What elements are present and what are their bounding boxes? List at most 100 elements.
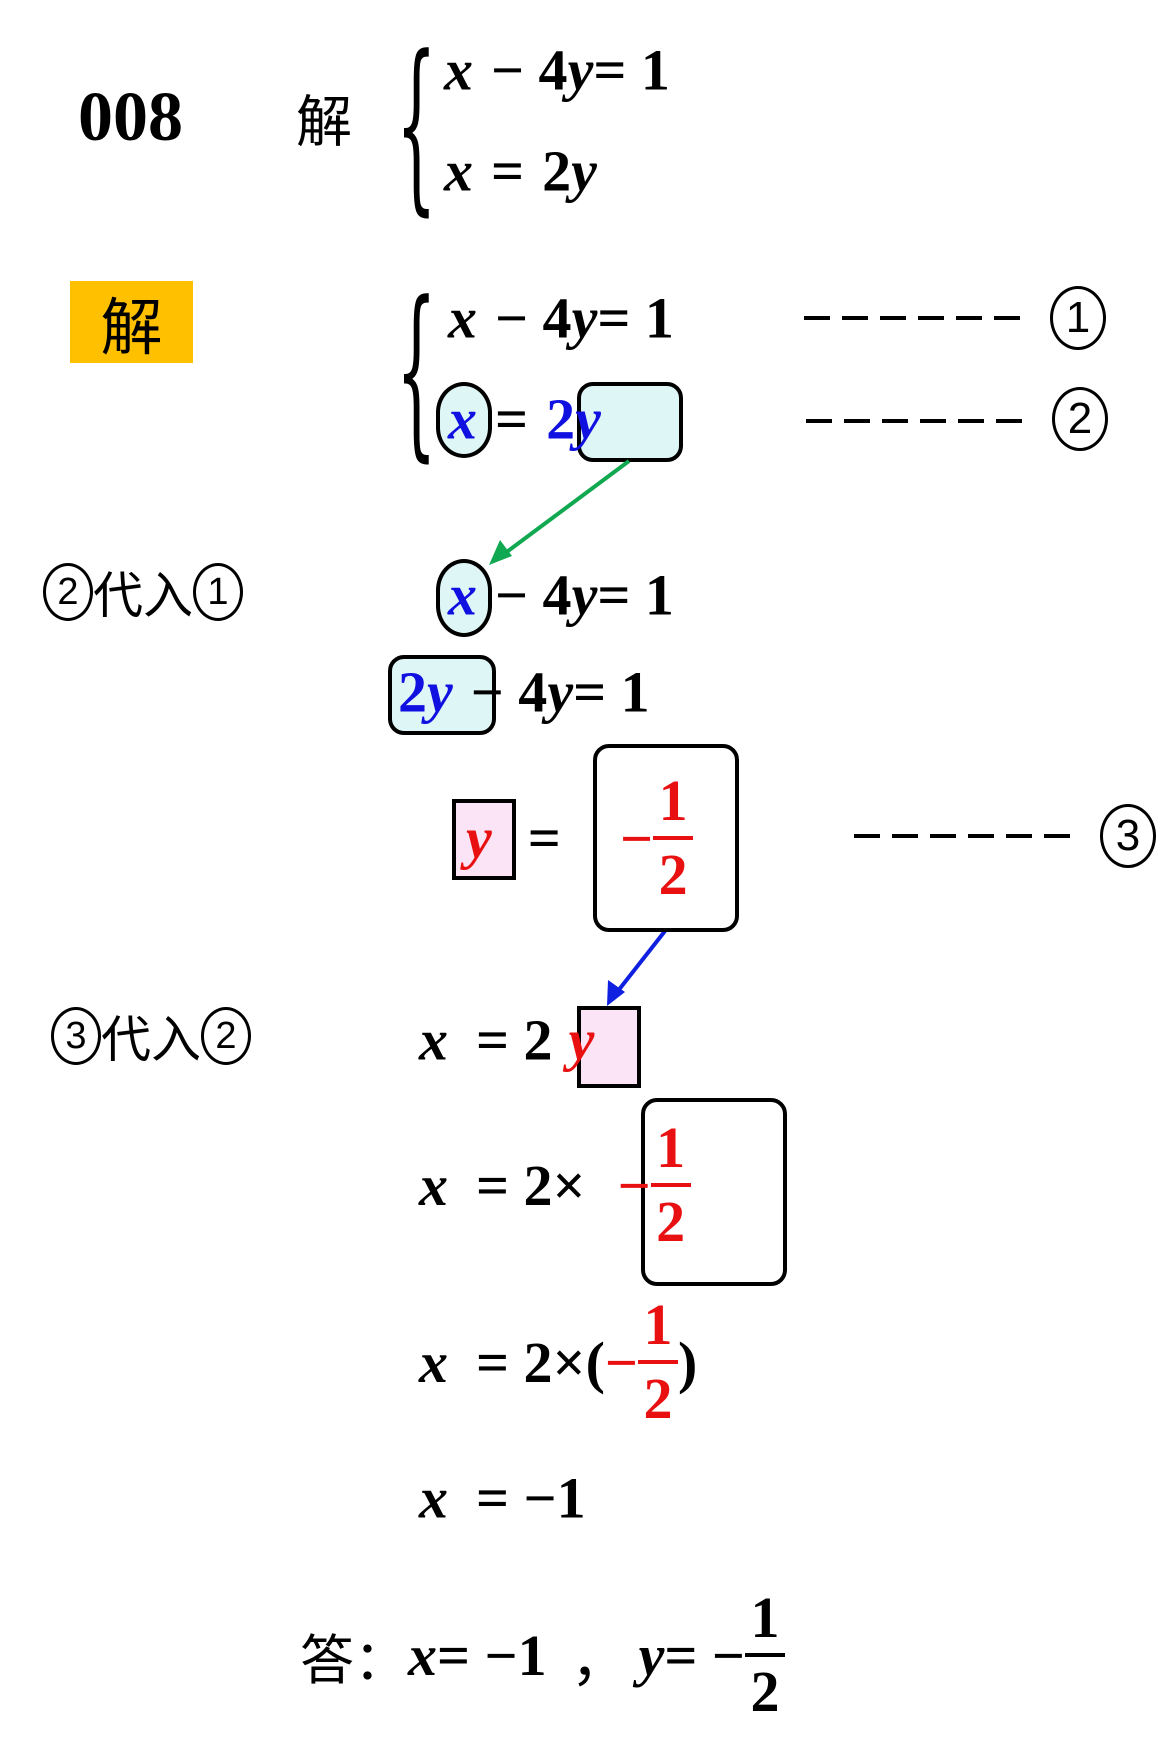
var-x: x: [408, 1622, 437, 1688]
var-y: y: [466, 805, 492, 871]
var-x: x: [444, 37, 473, 103]
step1-line2: 2 y − 4 y = 1: [398, 659, 650, 726]
answer-label: 答：: [300, 1628, 408, 1692]
equals: = 2×: [476, 1152, 586, 1218]
brace-icon: {: [396, 20, 437, 235]
minus: −: [617, 1152, 651, 1218]
highlight-box: [593, 744, 739, 932]
var-y: y: [571, 138, 597, 204]
var-y: y: [547, 659, 574, 725]
var-x: x: [419, 1007, 448, 1073]
equation-marker-1: 1: [1050, 286, 1106, 350]
equals: =: [491, 138, 525, 204]
circled-number: 2: [43, 563, 93, 621]
rhs: = 1: [597, 562, 674, 628]
numerator: 1: [656, 1115, 686, 1180]
equation-marker-3: 3: [1100, 804, 1156, 868]
var-x: x: [419, 1152, 448, 1218]
var-x: x: [448, 386, 477, 452]
term: − 4: [495, 285, 572, 351]
system-equation-2: x = 2 y: [448, 386, 601, 453]
step2-line3: x = 2×( − 1 2 ): [419, 1296, 697, 1428]
fraction: 1 2: [650, 1115, 691, 1254]
var-y: y: [571, 562, 598, 628]
highlight-box: [641, 1098, 787, 1286]
highlight-box: [388, 655, 496, 735]
coef: 2: [398, 659, 427, 725]
denominator: 2: [656, 1189, 686, 1254]
denominator: 2: [643, 1366, 673, 1431]
dashed-leader: [806, 419, 1034, 423]
step2-line2: x = 2× − 1 2: [419, 1119, 691, 1251]
system-equation-1: x − 4 y = 1: [448, 285, 674, 352]
denominator: 2: [658, 842, 688, 907]
term: − 4: [470, 659, 548, 725]
label-text: 代入: [93, 567, 193, 625]
highlight-box: [452, 799, 516, 880]
answer: 答： x = −1 ， y = − 1 2: [300, 1589, 785, 1721]
brace-icon: {: [396, 266, 437, 481]
solution-badge: 解: [70, 281, 193, 364]
green-arrow-icon: [489, 459, 631, 565]
dashed-leader: [854, 834, 1082, 838]
circled-number: 1: [193, 563, 243, 621]
equals: = 2×(: [476, 1329, 605, 1395]
term: − 4: [491, 37, 568, 103]
rhs: = 1: [597, 285, 674, 351]
numerator: 1: [750, 1585, 780, 1650]
var-y: y: [638, 1622, 665, 1688]
rhs: = 1: [573, 659, 650, 725]
problem-equation-2: x = 2 y: [444, 138, 597, 205]
highlight-box: [577, 1006, 641, 1088]
highlight-box: [577, 382, 683, 462]
blue-arrow-icon: [607, 929, 667, 1006]
step2-line1: x = 2 y: [419, 1007, 594, 1074]
var-x: x: [419, 1329, 448, 1395]
numerator: 1: [643, 1292, 673, 1357]
close-paren: ): [677, 1329, 698, 1395]
step1-line3-lhs: y =: [466, 805, 561, 872]
numerator: 1: [658, 768, 688, 833]
label-text: 代入: [101, 1011, 201, 1069]
var-y: y: [571, 285, 598, 351]
problem-number: 008: [78, 79, 183, 156]
problem-prompt: 解: [296, 90, 352, 156]
step2-label: 3 代入 2: [51, 1000, 251, 1072]
var-x: x: [419, 1465, 448, 1531]
var-y: y: [427, 659, 453, 725]
term: − 4: [495, 562, 572, 628]
denominator: 2: [750, 1659, 780, 1724]
fraction: 1 2: [744, 1585, 785, 1724]
step1-line1: x − 4 y = 1: [448, 562, 674, 629]
fraction: 1 2: [653, 768, 694, 907]
var-x: x: [448, 562, 477, 628]
coef: 2: [542, 138, 572, 204]
circled-number: 2: [201, 1007, 251, 1065]
equals: =: [527, 805, 561, 871]
minus: −: [604, 1329, 638, 1395]
var-y: y: [575, 386, 601, 452]
highlight-oval: [436, 382, 492, 458]
var-x: x: [448, 285, 477, 351]
equation-marker-2: 2: [1052, 387, 1108, 451]
y-equals: = −: [664, 1622, 745, 1688]
equals: = 2: [476, 1007, 553, 1073]
result: = −1: [476, 1465, 586, 1531]
step1-line3-value: − 1 2: [620, 768, 694, 907]
rhs: = 1: [593, 37, 670, 103]
var-y: y: [567, 37, 594, 103]
var-y: y: [568, 1007, 595, 1073]
coef: 2: [546, 386, 576, 452]
step1-label: 2 代入 1: [43, 556, 243, 628]
x-value: = −1: [437, 1622, 547, 1688]
highlight-oval: [436, 559, 492, 637]
dashed-leader: [804, 316, 1032, 320]
step2-line4: x = −1: [419, 1465, 586, 1532]
var-x: x: [444, 138, 473, 204]
equals: =: [495, 386, 529, 452]
circled-number: 3: [51, 1007, 101, 1065]
problem-equation-1: x − 4 y = 1: [444, 37, 670, 104]
separator: ，: [570, 1626, 629, 1694]
fraction: 1 2: [637, 1292, 678, 1431]
